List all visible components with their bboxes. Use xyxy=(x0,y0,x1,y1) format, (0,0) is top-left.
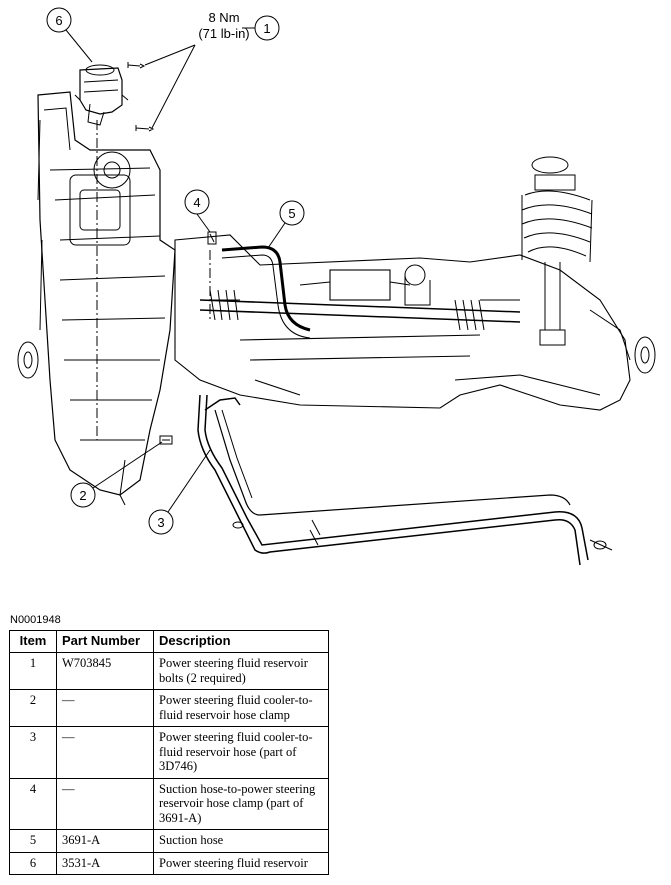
cell-description: Power steering fluid reservoir bolts (2 … xyxy=(153,652,329,690)
torque-leader-lines xyxy=(144,44,196,129)
cooler-hose-drawing xyxy=(197,394,613,566)
header-item: Item xyxy=(9,630,57,653)
table-row: 2 — Power steering fluid cooler-to-fluid… xyxy=(9,689,329,727)
left-frame-rail xyxy=(37,91,176,506)
callout-5: 5 xyxy=(288,206,295,221)
cell-item: 3 xyxy=(9,726,57,779)
cell-description: Suction hose-to-power steering reservoir… xyxy=(153,777,329,830)
subframe-crossmember xyxy=(174,234,631,411)
header-description: Description xyxy=(153,630,329,653)
table-row: 3 — Power steering fluid cooler-to-fluid… xyxy=(9,726,329,779)
cell-description: Power steering fluid reservoir xyxy=(153,851,329,875)
header-part-number: Part Number xyxy=(56,630,154,653)
cell-part-number: — xyxy=(56,777,154,830)
table-row: 4 — Suction hose-to-power steering reser… xyxy=(9,777,329,830)
cell-description: Power steering fluid cooler-to-fluid res… xyxy=(153,726,329,779)
suction-hose-clamp-drawing xyxy=(207,231,217,245)
table-row: 1 W703845 Power steering fluid reservoir… xyxy=(9,652,329,690)
cell-item: 5 xyxy=(9,829,57,853)
cell-part-number: — xyxy=(56,689,154,727)
callout-6: 6 xyxy=(55,13,62,28)
wheel-hubs xyxy=(17,336,656,379)
table-row: 6 3531-A Power steering fluid reservoir xyxy=(9,851,329,875)
torque-spec: 8 Nm (71 lb-in) xyxy=(198,10,249,41)
callout-2: 2 xyxy=(79,488,86,503)
figure-id: N0001948 xyxy=(10,614,61,626)
cell-part-number: — xyxy=(56,726,154,779)
cell-item: 2 xyxy=(9,689,57,727)
cell-part-number: 3691-A xyxy=(56,829,154,853)
table-row: 5 3691-A Suction hose xyxy=(9,829,329,853)
exploded-view-diagram: 6 1 4 5 2 3 8 Nm (71 lb-in) xyxy=(17,7,656,566)
callout-labels: 6 1 4 5 2 3 xyxy=(55,13,295,530)
cell-item: 4 xyxy=(9,777,57,830)
torque-value-lbin: (71 lb-in) xyxy=(198,26,249,41)
steering-rack xyxy=(199,264,521,331)
cell-description: Suction hose xyxy=(153,829,329,853)
cell-description: Power steering fluid cooler-to-fluid res… xyxy=(153,689,329,727)
cell-item: 6 xyxy=(9,851,57,875)
cell-part-number: 3531-A xyxy=(56,851,154,875)
callout-circles xyxy=(46,7,305,535)
cooler-hose-clamp-drawing xyxy=(159,435,173,445)
callout-3: 3 xyxy=(157,515,164,530)
right-strut-assembly xyxy=(521,156,631,361)
suction-hose-drawing xyxy=(221,245,311,339)
reservoir-bolts-drawing xyxy=(127,62,155,132)
alignment-lines xyxy=(96,120,211,440)
callout-1: 1 xyxy=(263,21,270,36)
parts-table: Item Part Number Description 1 W703845 P… xyxy=(9,630,329,875)
torque-value-nm: 8 Nm xyxy=(208,10,239,25)
callout-4: 4 xyxy=(193,195,200,210)
table-header-row: Item Part Number Description xyxy=(9,630,329,653)
cell-item: 1 xyxy=(9,652,57,690)
cell-part-number: W703845 xyxy=(56,652,154,690)
fluid-reservoir-drawing xyxy=(74,64,129,126)
